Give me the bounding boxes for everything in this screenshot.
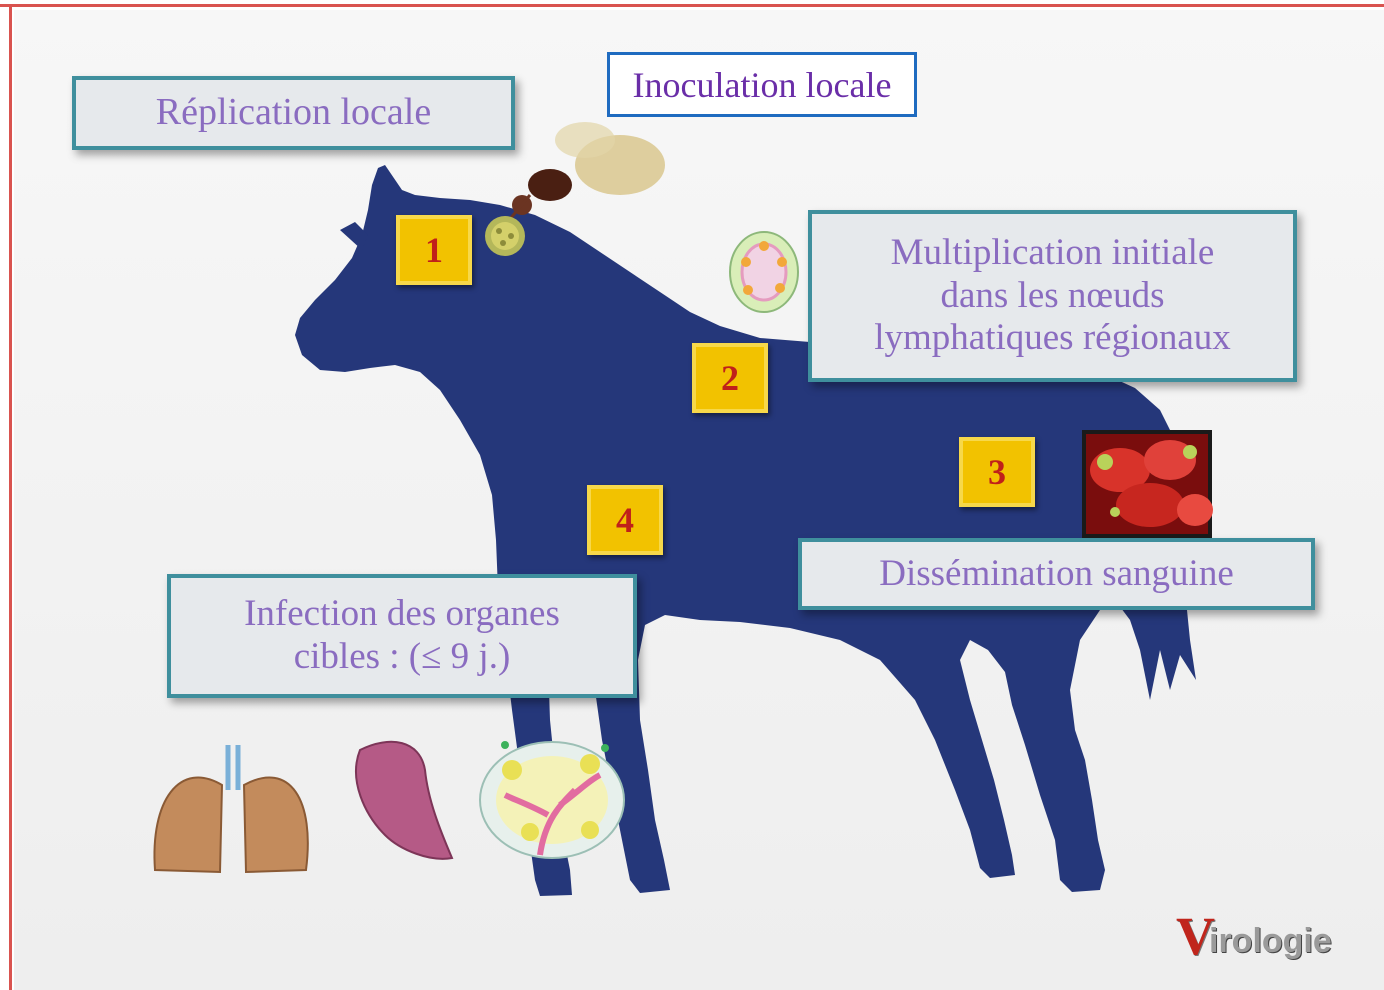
- inoculation-text: Inoculation locale: [633, 64, 892, 106]
- infection-line-1: Infection des organes: [244, 593, 560, 636]
- multiplication-line-2: dans les nœuds: [940, 275, 1164, 318]
- midge-insect-icon: [505, 122, 665, 225]
- dissemination-label: Dissémination sanguine: [798, 538, 1315, 610]
- multiplication-label: Multiplication initiale dans les nœuds l…: [808, 210, 1297, 382]
- virologie-logo: V irologie: [1176, 906, 1366, 966]
- step-marker-1: 1: [396, 215, 472, 285]
- step-marker-4: 4: [587, 485, 663, 555]
- step-marker-3: 3: [959, 437, 1035, 507]
- lymph-node-section-icon: [480, 741, 624, 858]
- lymph-node-icon: [730, 232, 798, 312]
- infection-label: Infection des organes cibles : (≤ 9 j.): [167, 574, 637, 698]
- virus-particle-icon: [485, 216, 525, 256]
- step-marker-2: 2: [692, 343, 768, 413]
- step-number-2: 2: [721, 357, 739, 399]
- lungs-icon: [154, 745, 307, 872]
- spleen-icon: [356, 742, 452, 859]
- multiplication-line-1: Multiplication initiale: [891, 232, 1215, 275]
- step-number-4: 4: [616, 499, 634, 541]
- replication-label: Réplication locale: [72, 76, 515, 150]
- multiplication-line-3: lymphatiques régionaux: [874, 317, 1231, 360]
- logo-wordmark: irologie: [1209, 922, 1332, 961]
- inoculation-label: Inoculation locale: [607, 52, 917, 117]
- dissemination-text: Dissémination sanguine: [879, 553, 1234, 596]
- step-number-3: 3: [988, 451, 1006, 493]
- red-blood-cells-icon: [1084, 432, 1213, 536]
- infection-line-2: cibles : (≤ 9 j.): [294, 636, 511, 679]
- replication-text: Réplication locale: [156, 91, 431, 135]
- step-number-1: 1: [425, 229, 443, 271]
